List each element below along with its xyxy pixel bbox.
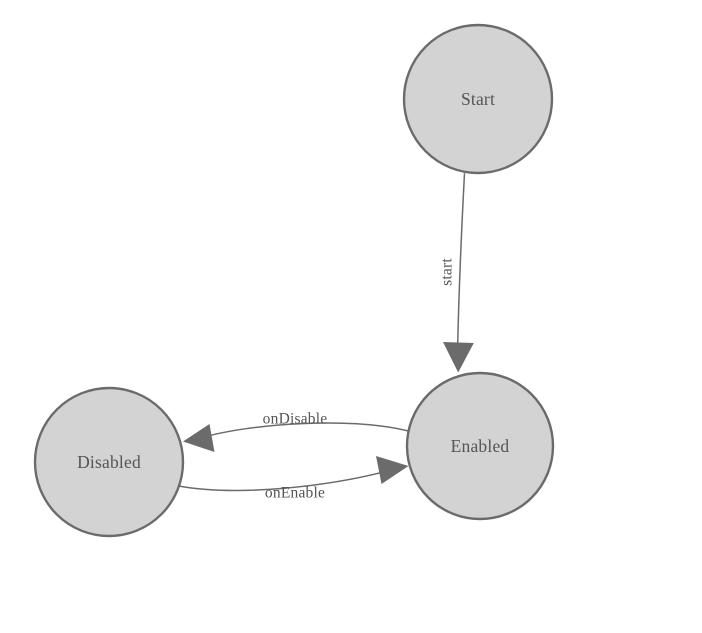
node-disabled-circle — [33, 386, 185, 538]
arrowhead-disabled-to-enabled — [376, 456, 409, 484]
edge-label-start: start — [439, 258, 456, 286]
node-enabled-circle — [405, 371, 555, 521]
edge-start-to-enabled[interactable] — [443, 173, 474, 373]
arrowhead-start-to-enabled — [443, 342, 474, 373]
edge-disabled-to-enabled[interactable] — [178, 456, 409, 492]
edge-line-disabled-to-enabled — [178, 470, 388, 492]
node-start-label: Start — [461, 89, 495, 109]
edge-label-on-enable: onEnable — [265, 485, 325, 502]
edge-line-start-to-enabled — [456, 173, 466, 348]
arrowhead-enabled-to-disabled — [183, 424, 215, 452]
edge-enabled-to-disabled[interactable] — [183, 422, 411, 452]
node-disabled-label: Disabled — [77, 452, 141, 472]
node-disabled[interactable]: Disabled — [33, 386, 185, 538]
edge-label-on-disable: onDisable — [263, 411, 328, 428]
node-enabled[interactable]: Enabled — [405, 371, 555, 521]
node-start[interactable]: Start — [402, 23, 554, 175]
edge-line-enabled-to-disabled — [203, 422, 411, 438]
node-enabled-label: Enabled — [451, 436, 510, 456]
node-start-circle — [402, 23, 554, 175]
